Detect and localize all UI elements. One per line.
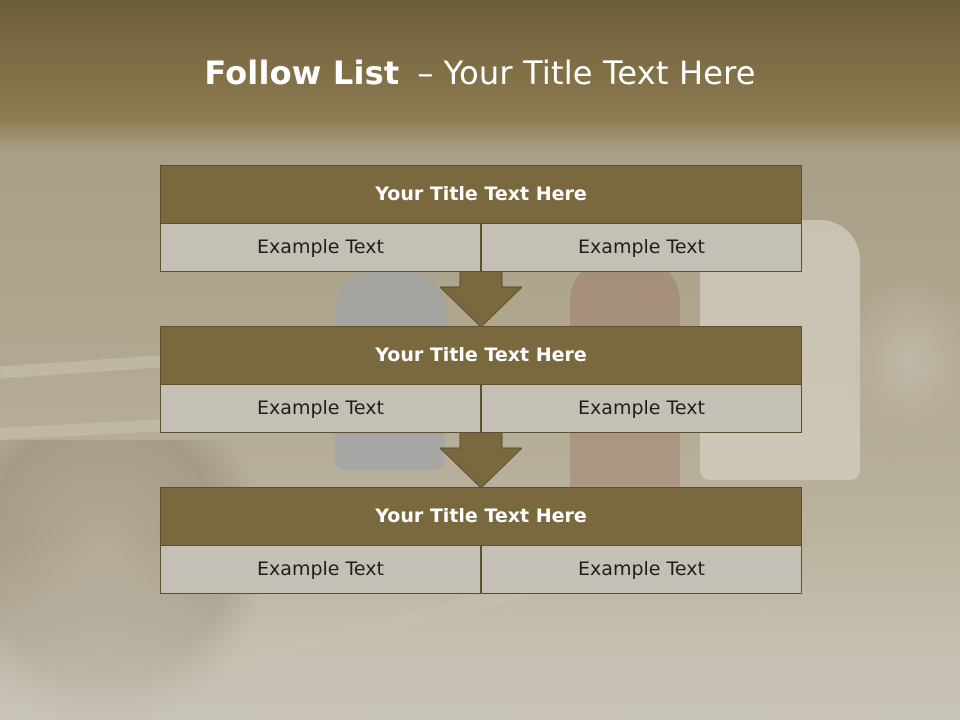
title-rest: Your Title Text Here [443,54,756,92]
down-arrow-icon [440,271,522,327]
flow-block-1: Your Title Text Here Example Text Exampl… [160,165,802,272]
block-title: Your Title Text Here [160,487,802,546]
block-cell-left: Example Text [160,546,481,594]
block-cell-right: Example Text [481,385,802,433]
block-title: Your Title Text Here [160,326,802,385]
block-row: Example Text Example Text [160,224,802,272]
down-arrow-icon [440,432,522,488]
block-cell-left: Example Text [160,385,481,433]
title-separator: – [417,54,434,92]
block-cell-left: Example Text [160,224,481,272]
flow-block-2: Your Title Text Here Example Text Exampl… [160,326,802,433]
header-band [0,0,960,150]
block-cell-right: Example Text [481,546,802,594]
flow-block-3: Your Title Text Here Example Text Exampl… [160,487,802,594]
background-rocks [840,280,960,440]
slide-title: Follow List–Your Title Text Here [0,54,960,92]
title-bold: Follow List [204,54,400,92]
block-row: Example Text Example Text [160,546,802,594]
block-row: Example Text Example Text [160,385,802,433]
block-title: Your Title Text Here [160,165,802,224]
block-cell-right: Example Text [481,224,802,272]
